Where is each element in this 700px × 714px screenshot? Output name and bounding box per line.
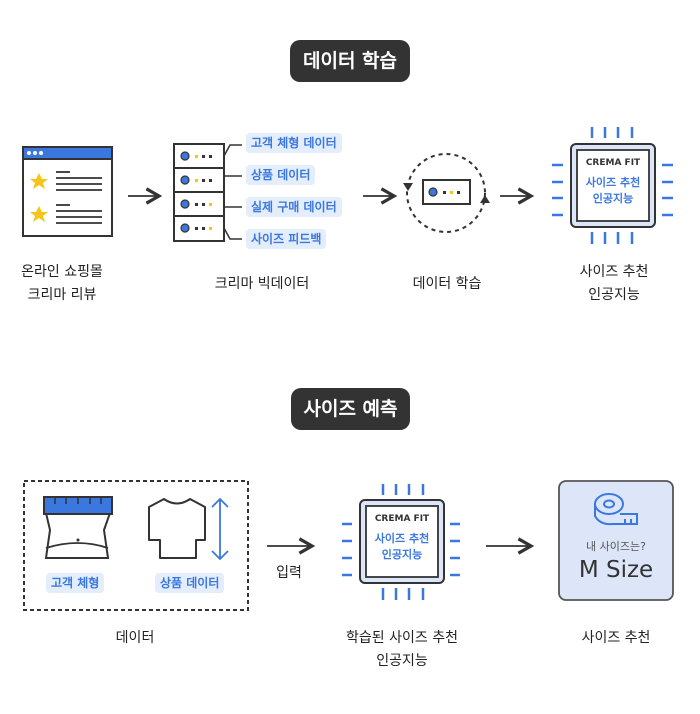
data-group-box bbox=[23, 480, 249, 611]
star-icon bbox=[30, 173, 48, 189]
chip-line2: 인공지능 bbox=[592, 192, 634, 205]
tape-measure-icon bbox=[594, 493, 638, 526]
star-icon bbox=[30, 206, 48, 222]
browser-review-icon bbox=[22, 146, 113, 237]
label-reviews-1: 온라인 쇼핑몰 bbox=[21, 264, 103, 280]
label-bigdata: 크리마 빅데이터 bbox=[214, 276, 310, 292]
result-question: 내 사이즈는? bbox=[586, 540, 646, 553]
label-learning: 데이터 학습 bbox=[412, 276, 482, 292]
label-ai-1: 사이즈 추천 bbox=[579, 264, 649, 280]
tag-size-feedback: 사이즈 피드백 bbox=[246, 229, 327, 249]
tag-purchase-data: 실제 구매 데이터 bbox=[246, 197, 342, 217]
chip-line1: 사이즈 추천 bbox=[374, 532, 430, 545]
tag-product-data: 상품 데이터 bbox=[246, 165, 316, 185]
tag-body-data: 고객 체형 데이터 bbox=[246, 133, 342, 153]
chip-brand: CREMA FIT bbox=[374, 514, 430, 524]
label-data: 데이터 bbox=[115, 630, 155, 646]
learning-cycle-icon bbox=[403, 153, 490, 233]
label-input: 입력 bbox=[276, 565, 302, 581]
length-arrow-icon bbox=[211, 497, 229, 561]
section-title-learning: 데이터 학습 bbox=[290, 40, 410, 82]
label-trained-2: 인공지능 bbox=[376, 653, 428, 669]
tag-product-data: 상품 데이터 bbox=[155, 573, 225, 593]
ai-chip-icon bbox=[552, 127, 673, 244]
tag-body-shape: 고객 체형 bbox=[46, 573, 105, 593]
chip-brand: CREMA FIT bbox=[585, 158, 641, 168]
ai-chip-icon bbox=[342, 484, 460, 600]
chip-line1: 사이즈 추천 bbox=[585, 176, 641, 189]
tshirt-icon bbox=[148, 498, 206, 559]
section-title-prediction: 사이즈 예측 bbox=[291, 388, 410, 430]
label-ai-2: 인공지능 bbox=[588, 287, 640, 303]
label-recommend: 사이즈 추천 bbox=[581, 630, 651, 646]
result-card bbox=[558, 480, 674, 601]
result-size: M Size bbox=[578, 557, 654, 583]
label-trained-1: 학습된 사이즈 추천 bbox=[346, 630, 458, 646]
server-stack-icon bbox=[173, 143, 242, 242]
chip-line2: 인공지능 bbox=[381, 548, 423, 561]
body-shape-icon bbox=[43, 496, 113, 559]
label-reviews-2: 크리마 리뷰 bbox=[27, 287, 97, 303]
